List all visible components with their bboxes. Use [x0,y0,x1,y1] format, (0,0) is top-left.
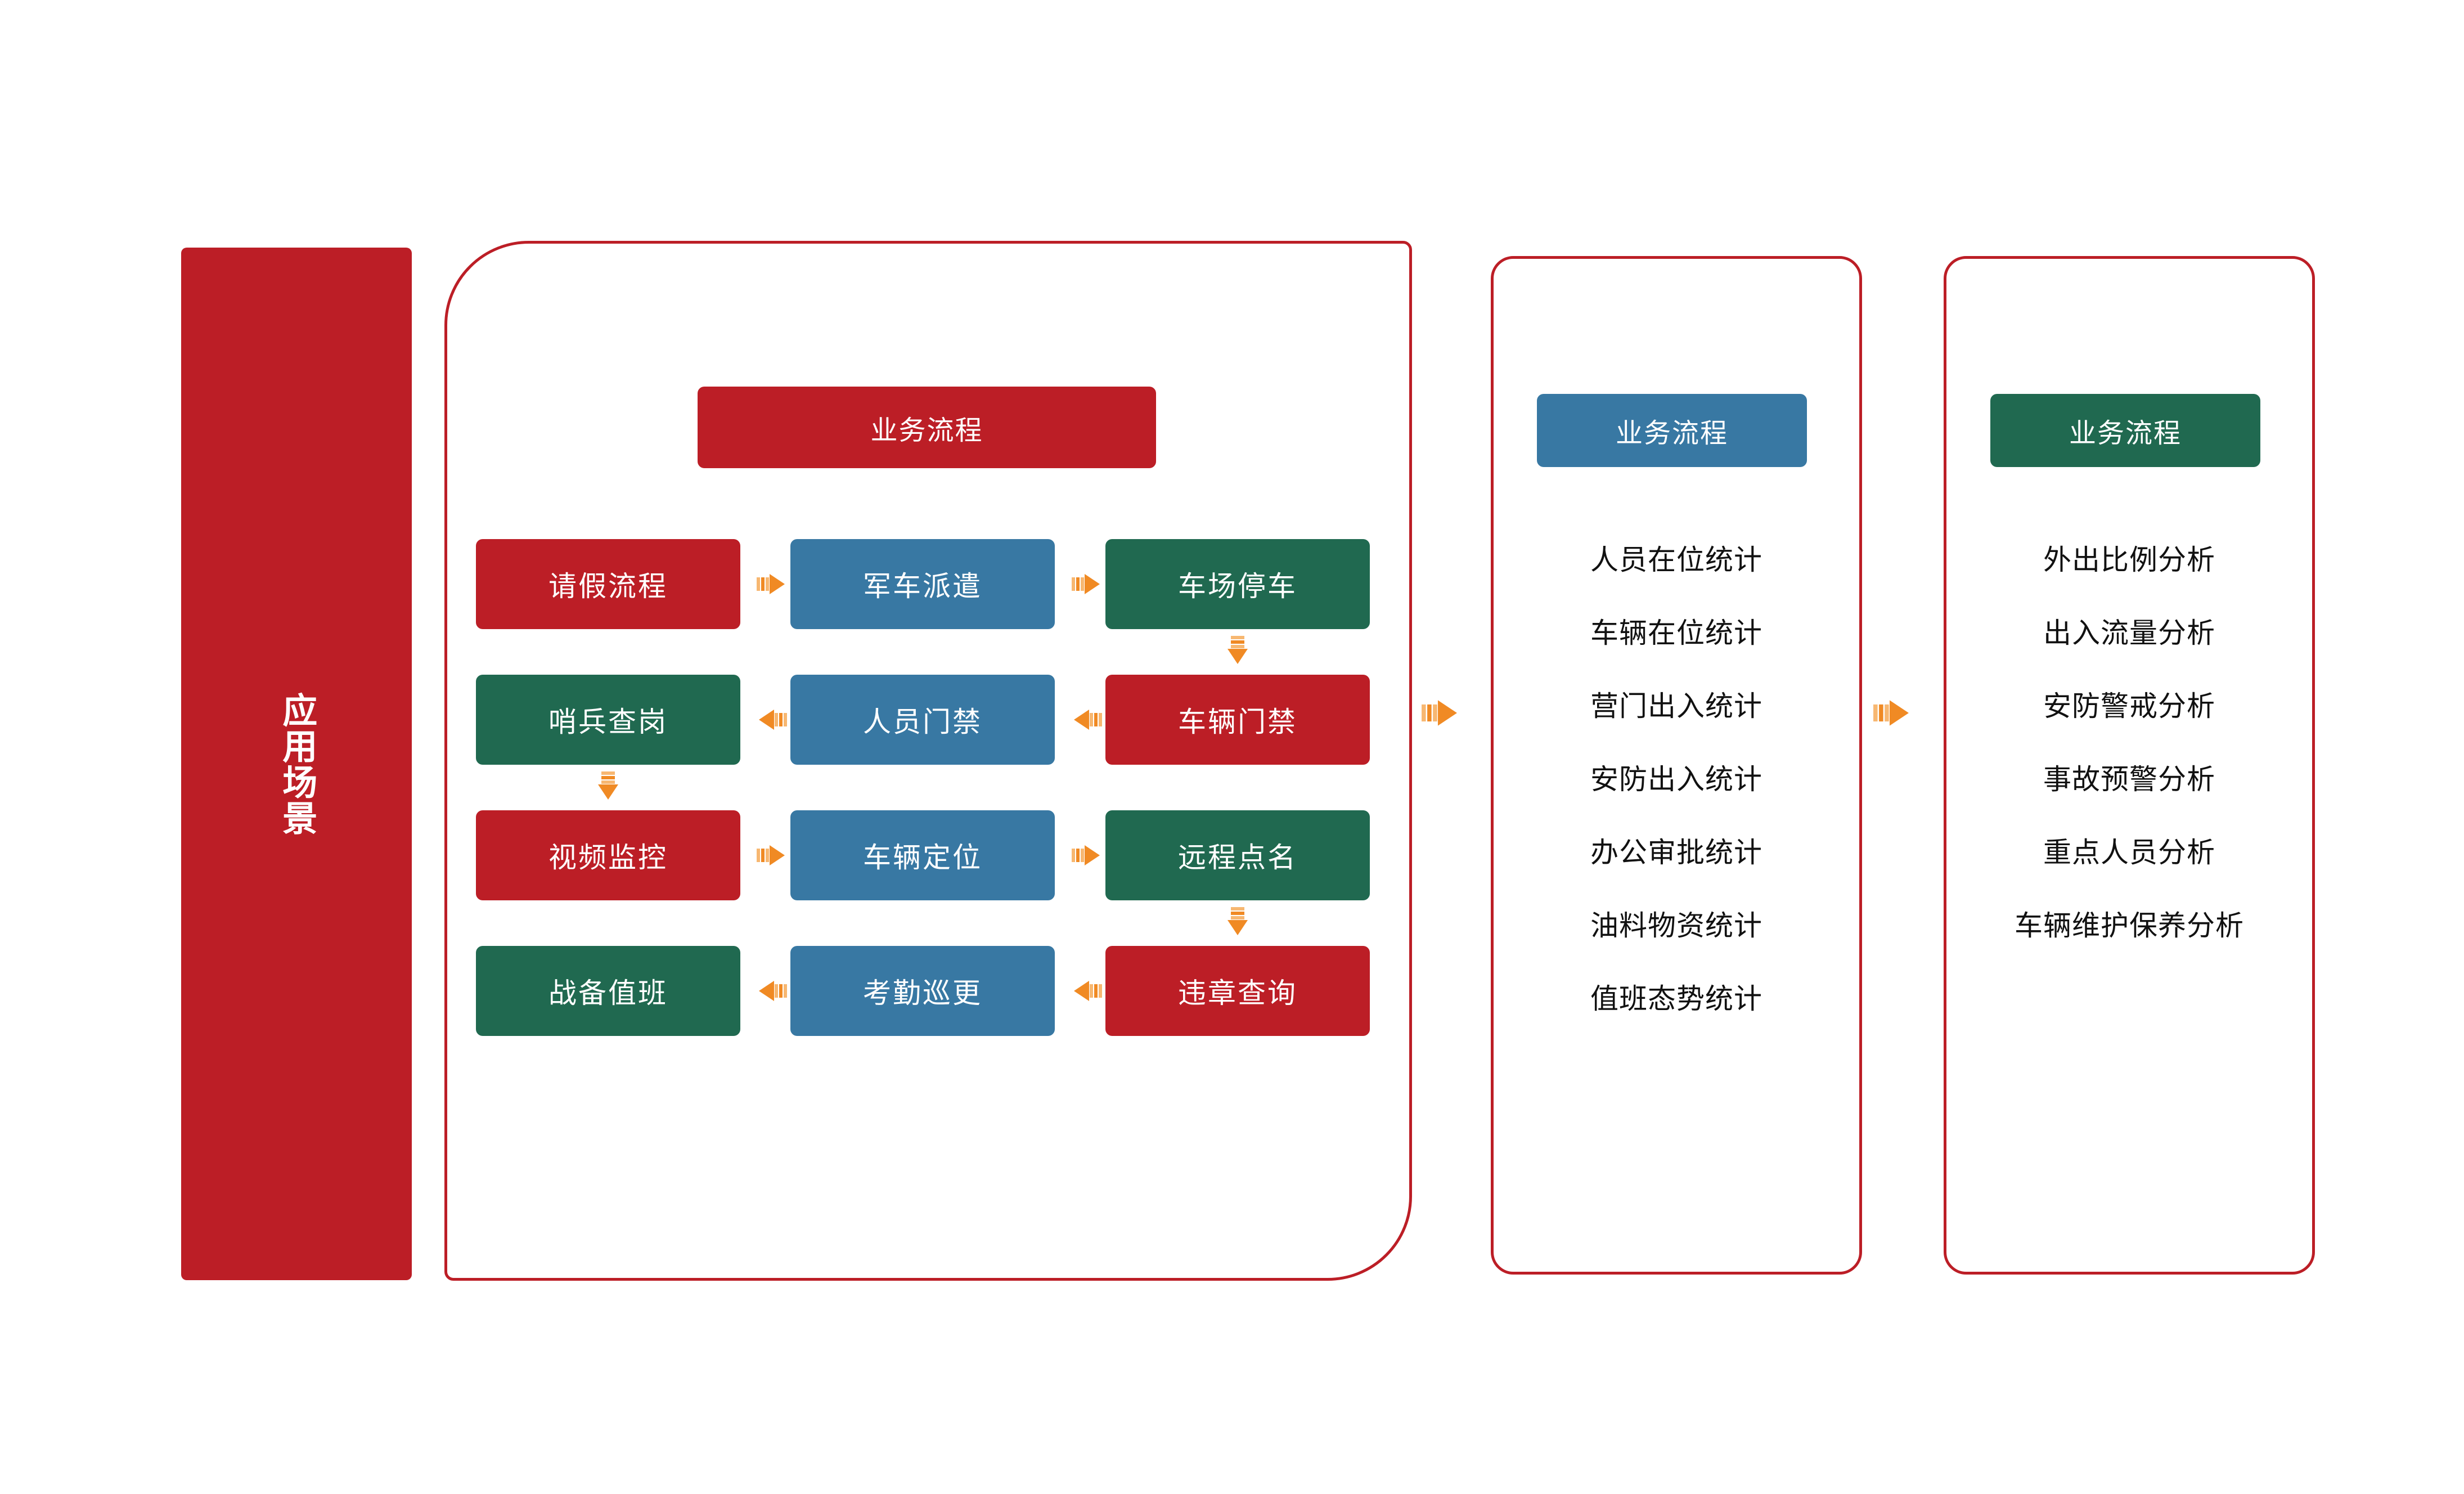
main-flow-header-label: 业务流程 [870,414,983,446]
flow-cell-label: 视频监控 [548,841,668,874]
flow-cell-sentry-post-check[interactable]: 哨兵查岗 [476,675,740,765]
flow-cell-label: 车辆门禁 [1178,706,1297,738]
list-item: 外出比例分析 [2043,544,2215,576]
arrow-left-icon [754,973,789,1008]
list-item: 重点人员分析 [2043,836,2215,869]
flow-cell-label: 违章查询 [1178,977,1297,1010]
arrow-down-icon [1220,634,1255,669]
flow-cell-label: 战备值班 [548,977,668,1010]
arrow-down-icon [591,769,626,804]
main-flow-header: 业务流程 [698,387,1156,468]
list-item: 办公审批统计 [1590,836,1762,869]
arrow-left-icon [754,702,789,737]
arrow-right-icon [754,567,789,602]
flow-cell-label: 哨兵查岗 [548,706,668,738]
analysis-panel-header: 业务流程 [1990,394,2260,467]
flow-cell-parking-lot-parking[interactable]: 车场停车 [1105,539,1370,629]
list-item: 值班态势统计 [1590,982,1762,1015]
flow-cell-label: 车场停车 [1178,570,1297,603]
flow-cell-combat-readiness-duty[interactable]: 战备值班 [476,946,740,1036]
statistics-panel-header-label: 业务流程 [1615,418,1728,449]
flow-cell-vehicle-access-control[interactable]: 车辆门禁 [1105,675,1370,765]
flow-cell-violation-inquiry[interactable]: 违章查询 [1105,946,1370,1036]
list-item: 安防警戒分析 [2043,690,2215,723]
list-item: 油料物资统计 [1590,909,1762,942]
flow-cell-remote-roll-call[interactable]: 远程点名 [1105,810,1370,900]
arrow-right-icon [1419,691,1463,735]
arrow-left-icon [1069,973,1104,1008]
list-item: 事故预警分析 [2043,763,2215,796]
arrow-right-icon [1069,567,1104,602]
arrow-left-icon [1069,702,1104,737]
arrow-right-icon [1069,838,1104,873]
arrow-right-icon [1871,691,1914,735]
flow-cell-video-surveillance[interactable]: 视频监控 [476,810,740,900]
flow-cell-label: 车辆定位 [863,841,982,874]
list-item: 车辆维护保养分析 [2015,909,2244,942]
flow-cell-label: 军车派遣 [863,570,982,603]
application-scenario-panel: 应用场景 [181,248,412,1280]
flow-cell-label: 远程点名 [1178,841,1297,874]
flow-cell-leave-process[interactable]: 请假流程 [476,539,740,629]
flow-cell-military-vehicle-dispatch[interactable]: 军车派遣 [790,539,1055,629]
flow-cell-vehicle-positioning[interactable]: 车辆定位 [790,810,1055,900]
list-item: 安防出入统计 [1590,763,1762,796]
list-item: 人员在位统计 [1590,544,1762,576]
statistics-panel-header: 业务流程 [1537,394,1807,467]
flow-cell-label: 考勤巡更 [863,977,982,1010]
flow-cell-attendance-patrol[interactable]: 考勤巡更 [790,946,1055,1036]
flow-cell-label: 请假流程 [548,570,668,603]
arrow-down-icon [1220,905,1255,940]
flow-cell-personnel-access-control[interactable]: 人员门禁 [790,675,1055,765]
list-item: 营门出入统计 [1590,690,1762,723]
application-scenario-label: 应用场景 [276,692,318,836]
list-item: 出入流量分析 [2043,617,2215,649]
analysis-panel-header-label: 业务流程 [2069,418,2182,449]
statistics-panel-list: 人员在位统计 车辆在位统计 营门出入统计 安防出入统计 办公审批统计 油料物资统… [1491,523,1862,1035]
flow-cell-label: 人员门禁 [863,706,982,738]
analysis-panel-list: 外出比例分析 出入流量分析 安防警戒分析 事故预警分析 重点人员分析 车辆维护保… [1944,523,2315,962]
arrow-right-icon [754,838,789,873]
list-item: 车辆在位统计 [1590,617,1762,649]
